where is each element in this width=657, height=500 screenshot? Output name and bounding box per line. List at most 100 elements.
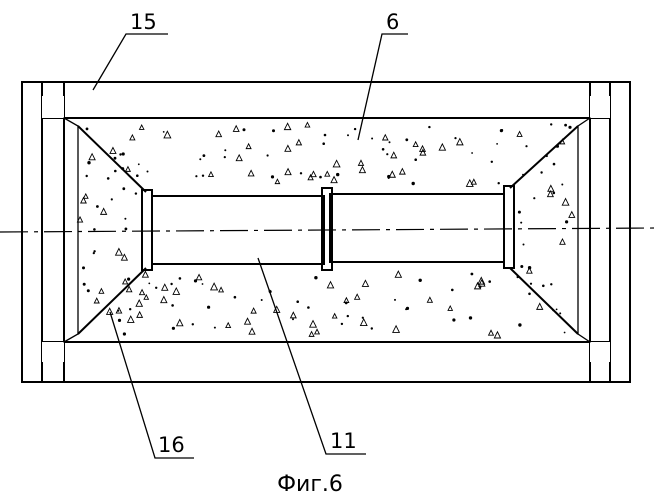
filler-grain	[93, 228, 96, 231]
filler-grain	[454, 137, 456, 139]
filler-grain	[219, 287, 224, 292]
filler-grain	[518, 211, 521, 214]
filler-grain	[457, 139, 463, 145]
filler-grain	[147, 171, 149, 173]
filler-grain	[451, 289, 454, 292]
filler-grain	[119, 153, 121, 155]
filler-grain	[234, 296, 237, 299]
filler-grain	[246, 144, 251, 149]
filler-grain	[110, 148, 116, 154]
filler-grain	[251, 308, 256, 313]
filler-grain	[86, 127, 89, 130]
housing-walls	[22, 82, 630, 382]
filler-grain	[136, 300, 142, 306]
filler-grain	[272, 129, 275, 132]
filler-grain	[86, 175, 88, 177]
filler-grain	[163, 131, 165, 133]
filler-grain	[248, 170, 254, 176]
filler-grain	[360, 319, 367, 326]
filler-grain	[300, 172, 302, 174]
filler-grain	[209, 172, 214, 177]
filler-grain	[179, 277, 182, 280]
filler-grain	[99, 289, 104, 294]
filler-grain	[114, 157, 117, 160]
label-cone: 16	[158, 433, 185, 457]
filler-grain	[564, 332, 566, 334]
filler-grain	[525, 145, 527, 147]
filler-grain	[347, 315, 349, 317]
filler-grain	[341, 323, 343, 325]
filler-grain	[173, 288, 179, 294]
filler-grain	[405, 138, 408, 141]
filler-grain	[207, 306, 210, 309]
filler-grain	[123, 279, 128, 284]
filler-grain	[83, 283, 86, 286]
filler-grain	[386, 153, 388, 155]
filler-grain	[322, 142, 325, 145]
filler-grain	[87, 161, 90, 164]
filler-grain	[224, 149, 226, 151]
label-tube: 11	[330, 429, 357, 453]
left-flange	[142, 190, 152, 270]
axis-line	[0, 228, 657, 232]
filler-grain	[127, 278, 130, 281]
filler-grain	[226, 323, 231, 328]
filler-grain	[305, 122, 310, 127]
filler-grain	[93, 252, 95, 254]
filler-grain	[565, 220, 568, 223]
filler-grain	[362, 280, 368, 286]
filler-grain	[117, 310, 119, 312]
filler-grain	[533, 197, 535, 199]
filler-grain	[267, 154, 269, 156]
filler-grain	[540, 171, 542, 173]
filler-grain	[307, 306, 310, 309]
filler-grain	[202, 175, 204, 177]
right-cone	[510, 126, 578, 334]
tube-right-section	[330, 194, 504, 262]
right-flange	[504, 186, 514, 268]
filler-grain	[518, 323, 521, 326]
filler-grain	[118, 319, 121, 322]
filler-grain	[336, 173, 339, 176]
filler-grain	[556, 309, 558, 311]
filler-grain	[564, 124, 567, 127]
filler-grain	[291, 312, 297, 318]
filler-grain	[347, 134, 349, 136]
filler-grain	[144, 295, 148, 299]
filler-grain	[126, 167, 131, 172]
filler-grain	[211, 283, 218, 290]
filler-grain	[135, 192, 137, 194]
filler-grain	[310, 321, 317, 328]
filler-grain	[216, 131, 222, 137]
reference-labels: 15 6 16 11	[93, 10, 408, 458]
filler-grain	[500, 129, 503, 132]
filler-grain	[308, 175, 313, 180]
filler-grain	[142, 271, 148, 277]
filler-grain	[498, 182, 500, 184]
filler-grain	[325, 171, 330, 176]
filler-grain	[419, 279, 422, 282]
filler-grain	[148, 283, 150, 285]
filler-grain	[452, 318, 455, 321]
filler-grain	[427, 297, 432, 302]
filler-grain	[542, 285, 545, 288]
filler-grain	[161, 297, 167, 303]
filler-grain	[285, 169, 291, 175]
filler-grain	[530, 283, 532, 285]
filler-grain	[136, 174, 139, 177]
filler-grain	[284, 123, 290, 129]
filler-grain	[192, 323, 194, 325]
filler-grain	[309, 332, 314, 337]
filler-grain	[561, 184, 563, 186]
filler-grain	[400, 169, 406, 175]
filler-grain	[359, 167, 365, 173]
filler-grain	[87, 289, 90, 292]
filler-grain	[123, 332, 126, 335]
filler-grain	[94, 298, 99, 303]
filler-grain	[552, 309, 554, 311]
filler-grain	[89, 154, 95, 160]
filler-grain	[556, 145, 559, 148]
filler-grain	[517, 276, 519, 278]
filler-grain	[488, 280, 491, 283]
filler-grain	[116, 248, 123, 255]
